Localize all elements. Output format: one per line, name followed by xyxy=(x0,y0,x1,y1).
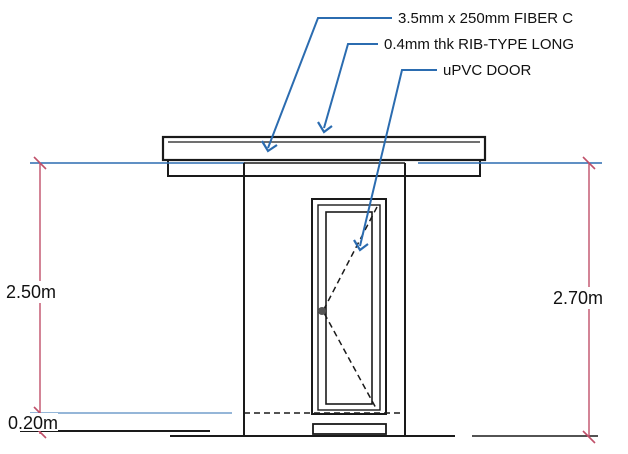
dimension-left-base: 0.20m xyxy=(8,413,58,433)
door-panel xyxy=(325,211,373,405)
door-knob-icon xyxy=(318,307,326,315)
leader-fiber-arrow xyxy=(261,140,278,153)
callout-door-label: uPVC DOOR xyxy=(443,62,532,79)
roof-sheet xyxy=(161,135,487,162)
door-frame-inner xyxy=(317,204,381,411)
leader-rib-arrow xyxy=(317,121,333,134)
door xyxy=(311,198,387,435)
leader-door xyxy=(359,69,437,247)
roof-beam xyxy=(167,159,481,177)
wall xyxy=(243,162,406,436)
dimension-left-tick-top xyxy=(33,156,47,170)
door-swing-dashed xyxy=(322,206,378,411)
leader-fiber xyxy=(267,17,392,149)
dimension-right-tick-bottom xyxy=(582,430,596,444)
leader-rib xyxy=(323,43,378,129)
roof xyxy=(161,135,487,177)
door-frame-outer xyxy=(311,198,387,415)
leader-door-arrow xyxy=(353,239,369,252)
dim-label-bg-base xyxy=(6,413,58,431)
callout-rib-label: 0.4mm thk RIB-TYPE LONG xyxy=(384,36,574,53)
dimension-right-height: 2.70m xyxy=(553,288,603,308)
callout-leaders xyxy=(261,17,437,252)
callout-fiber-label: 3.5mm x 250mm FIBER C xyxy=(398,10,573,27)
dim-label-bg-right xyxy=(552,287,596,309)
dimension-left-height: 2.50m xyxy=(6,282,56,302)
door-threshold-step xyxy=(312,423,387,435)
dim-label-bg-left xyxy=(4,281,48,303)
dimension-right-tick-top xyxy=(582,156,596,170)
